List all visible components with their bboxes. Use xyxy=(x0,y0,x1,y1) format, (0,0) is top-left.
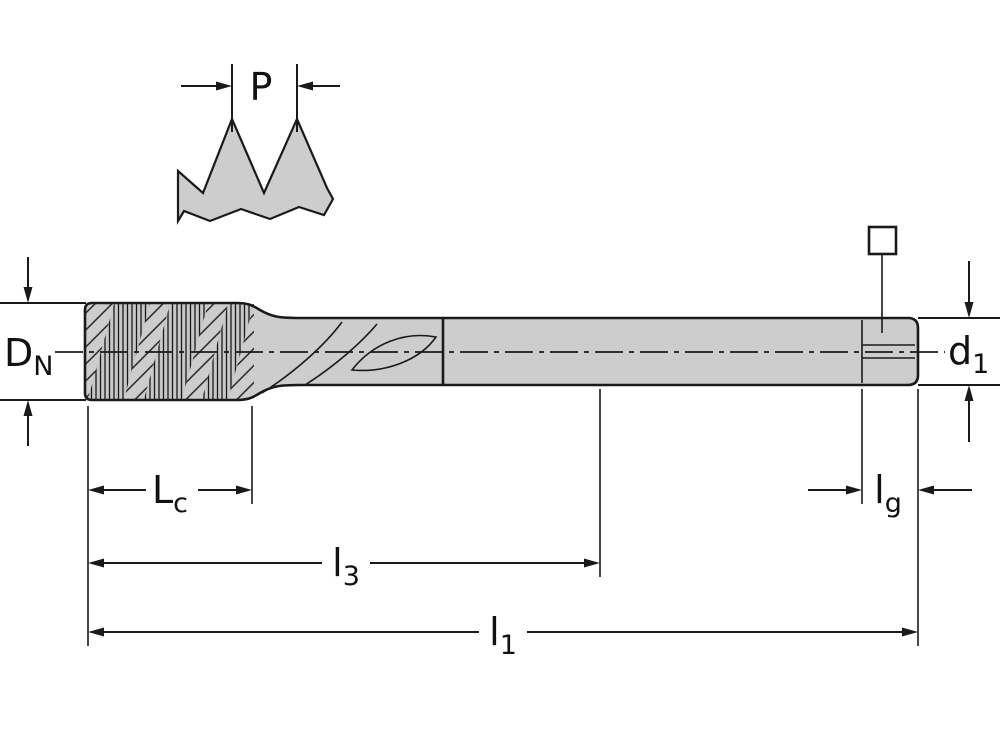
d1-arrow-bottom xyxy=(964,385,974,401)
l1-arrow-left xyxy=(88,627,104,637)
lc-label: Lc xyxy=(152,468,188,519)
l3-label: l3 xyxy=(332,541,360,592)
pitch-arrow-right xyxy=(297,81,313,91)
l3-dimension: l3 xyxy=(88,541,600,592)
lc-dimension: Lc xyxy=(88,468,252,519)
flute-runout xyxy=(350,334,438,372)
d1-dimension: d1 xyxy=(948,261,989,442)
dn-arrow-bottom xyxy=(23,400,33,416)
thread-flute-band xyxy=(144,304,208,399)
thread-profile-shape xyxy=(176,116,335,225)
reference-lines xyxy=(0,302,1000,401)
pitch-label: P xyxy=(250,65,273,109)
extension-lines xyxy=(87,389,919,646)
flute-curve xyxy=(261,321,343,394)
l1-dimension: l1 xyxy=(88,610,918,661)
flute-curve xyxy=(304,323,378,386)
tap-body xyxy=(85,303,918,400)
tap-side-view xyxy=(55,225,945,402)
d1-arrow-top xyxy=(964,302,974,318)
dn-dimension: DN xyxy=(4,257,53,446)
lg-label: lg xyxy=(874,468,902,519)
d1-label: d1 xyxy=(948,329,989,380)
square-symbol xyxy=(867,225,898,256)
l1-label: l1 xyxy=(489,610,517,661)
l1-arrow-right xyxy=(902,627,918,637)
lg-dimension: lg xyxy=(808,468,972,519)
lc-arrow-left xyxy=(88,485,104,495)
pitch-arrow-left xyxy=(216,81,232,91)
dn-arrow-top xyxy=(23,287,33,303)
lc-arrow-right xyxy=(236,485,252,495)
l3-arrow-left xyxy=(88,558,104,568)
tap-outline xyxy=(83,301,920,402)
l3-arrow-right xyxy=(584,558,600,568)
dn-label: DN xyxy=(4,331,53,382)
lg-arrow-left xyxy=(846,485,862,495)
thread-profile-detail: P xyxy=(176,64,340,225)
lg-arrow-right xyxy=(918,485,934,495)
